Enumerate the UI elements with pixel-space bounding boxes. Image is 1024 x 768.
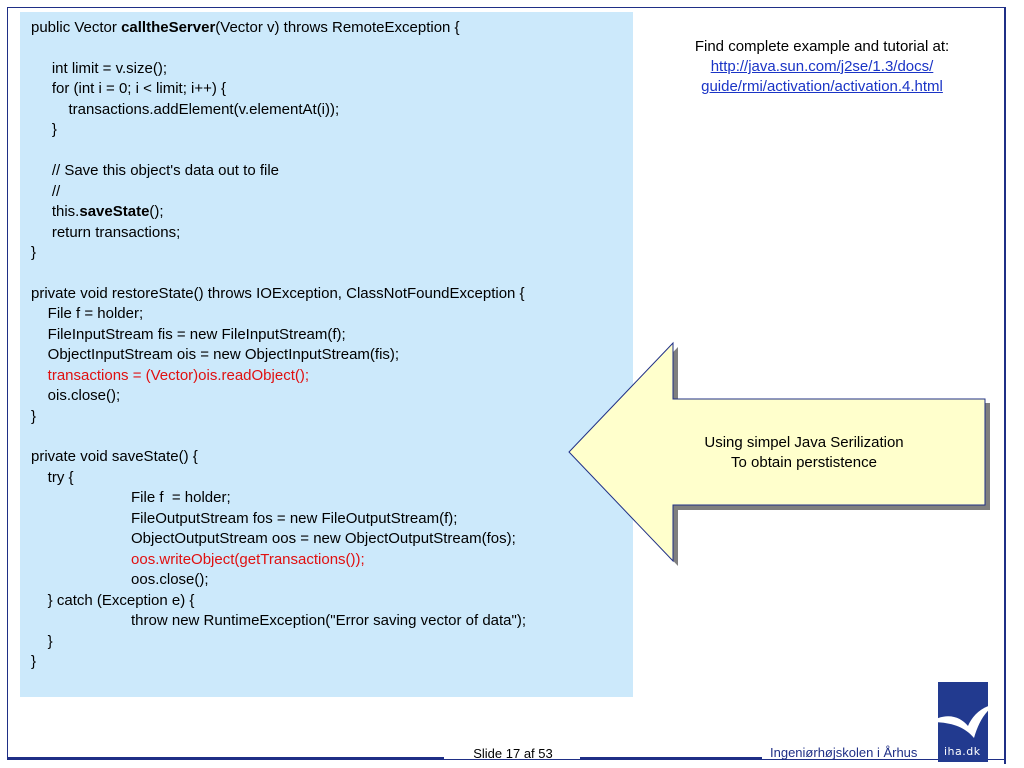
code-text: try { [31, 468, 74, 486]
code-text: oos.close(); [31, 571, 209, 589]
callout-line-2: To obtain perstistence [731, 454, 877, 471]
code-line: public Vector calltheServer(Vector v) th… [31, 18, 460, 38]
code-keyword-bold: saveState [79, 203, 150, 221]
slide-frame [7, 7, 1005, 760]
code-line: // Save this object's data out to file [31, 161, 279, 181]
code-text: ois.close(); [31, 387, 121, 405]
code-line: throw new RuntimeException("Error saving… [31, 611, 526, 631]
code-keyword-bold: calltheServer [121, 19, 216, 36]
code-text: } [31, 243, 37, 261]
code-text: // [31, 182, 61, 200]
code-line: File f = holder; [31, 488, 231, 508]
callout-line-1: Using simpel Java Serilization [704, 434, 904, 451]
code-text: } [31, 632, 53, 650]
code-line: } [31, 652, 36, 672]
code-text: FileInputStream fis = new FileInputStrea… [31, 325, 346, 343]
code-text: public Vector [31, 19, 122, 36]
code-text: this. [31, 203, 80, 221]
code-line: return transactions; [31, 223, 180, 243]
code-text: } [31, 407, 37, 425]
reference-intro: Find complete example and tutorial at: [694, 38, 950, 55]
slide-frame-right-edge [1004, 7, 1006, 764]
code-line: transactions.addElement(v.elementAt(i)); [31, 100, 340, 120]
code-line: ObjectOutputStream oos = new ObjectOutpu… [31, 529, 516, 549]
code-text: } [31, 121, 57, 139]
bird-icon [930, 704, 996, 738]
code-text: } catch (Exception e) { [31, 591, 195, 609]
code-line: } [31, 632, 53, 652]
code-text: transactions.addElement(v.elementAt(i)); [31, 100, 340, 118]
code-text: int limit = v.size(); [31, 59, 167, 77]
code-text: (Vector v) throws RemoteException { [215, 19, 460, 36]
code-text: return transactions; [31, 223, 181, 241]
code-line: private void saveState() { [31, 447, 198, 467]
code-text: FileOutputStream fos = new FileOutputStr… [31, 509, 458, 527]
code-line: // [31, 182, 60, 202]
callout-text: Using simpel Java Serilization To obtain… [672, 433, 936, 473]
code-line: ois.close(); [31, 386, 121, 406]
code-line: oos.close(); [31, 570, 209, 590]
code-line: for (int i = 0; i < limit; i++) { [31, 79, 226, 99]
code-line: FileOutputStream fos = new FileOutputStr… [31, 509, 457, 529]
callout-arrow-shape [568, 341, 986, 563]
code-line: int limit = v.size(); [31, 59, 167, 79]
code-text: ObjectInputStream ois = new ObjectInputS… [31, 346, 400, 364]
code-panel [20, 12, 633, 697]
code-text: throw new RuntimeException("Error saving… [31, 612, 526, 630]
code-text: ObjectOutputStream oos = new ObjectOutpu… [31, 530, 516, 548]
code-text: File f = holder; [31, 305, 144, 323]
code-line: ObjectInputStream ois = new ObjectInputS… [31, 345, 399, 365]
code-text: } [31, 652, 37, 670]
code-line: } catch (Exception e) { [31, 591, 195, 611]
code-line: File f = holder; [31, 304, 143, 324]
code-text: (); [149, 203, 164, 221]
tutorial-link-line-1[interactable]: http://java.sun.com/j2se/1.3/docs/ [710, 58, 934, 75]
organization-name: Ingeniørhøjskolen i Århus [770, 745, 918, 760]
code-line: private void restoreState() throws IOExc… [31, 284, 525, 304]
code-line: this.saveState(); [31, 202, 164, 222]
code-line: FileInputStream fis = new FileInputStrea… [31, 325, 346, 345]
iha-logo [930, 682, 996, 762]
callout-arrow [568, 341, 990, 566]
code-text: oos.writeObject(getTransactions()); [31, 550, 365, 568]
logo-text: iha.dk [944, 745, 981, 758]
code-text: transactions = (Vector)ois.readObject(); [31, 366, 310, 384]
code-line: try { [31, 468, 74, 488]
footer-rule-left [7, 757, 444, 759]
code-line: } [31, 243, 36, 263]
slide-number: Slide 17 af 53 [473, 746, 553, 761]
tutorial-link-line-2[interactable]: guide/rmi/activation/activation.4.html [701, 78, 943, 95]
code-text: // Save this object's data out to file [31, 162, 279, 180]
footer-rule-middle [580, 757, 762, 759]
code-text: File f = holder; [31, 489, 231, 507]
code-text: for (int i = 0; i < limit; i++) { [31, 80, 227, 98]
code-line: } [31, 120, 57, 140]
code-text: private void restoreState() throws IOExc… [31, 284, 525, 302]
code-line: transactions = (Vector)ois.readObject(); [31, 366, 309, 386]
code-line: oos.writeObject(getTransactions()); [31, 550, 365, 570]
code-text: private void saveState() { [31, 448, 198, 466]
code-line: } [31, 407, 36, 427]
reference-box: Find complete example and tutorial at: h… [650, 37, 994, 97]
